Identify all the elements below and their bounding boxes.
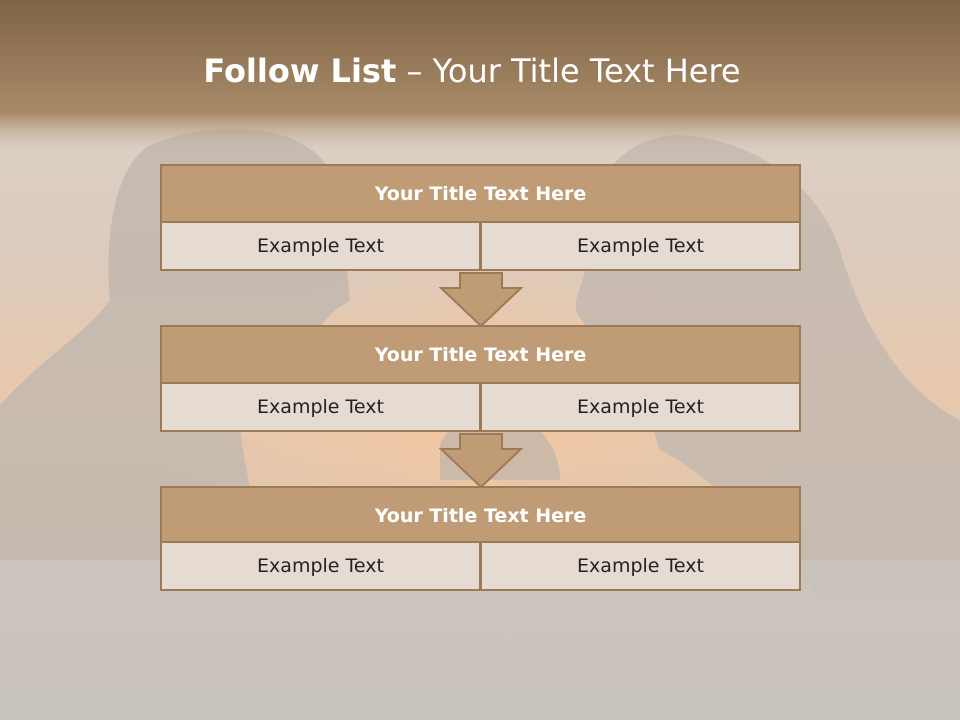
down-arrow-icon (438, 272, 524, 328)
block-title: Your Title Text Here (160, 325, 801, 384)
block-right-cell: Example Text (480, 221, 801, 271)
list-block-1: Your Title Text Here Example Text Exampl… (160, 164, 801, 272)
block-right-cell: Example Text (480, 541, 801, 591)
block-left-cell: Example Text (160, 221, 481, 271)
slide-title: Follow List – Your Title Text Here (0, 52, 944, 90)
block-title: Your Title Text Here (160, 164, 801, 223)
block-left-cell: Example Text (160, 382, 481, 432)
block-left-cell: Example Text (160, 541, 481, 591)
slide-title-bold: Follow List (203, 52, 397, 90)
block-right-cell: Example Text (480, 382, 801, 432)
list-block-2: Your Title Text Here Example Text Exampl… (160, 325, 801, 433)
down-arrow-icon (438, 433, 524, 489)
slide-title-rest: – Your Title Text Here (396, 52, 741, 90)
block-title: Your Title Text Here (160, 486, 801, 545)
list-block-3: Your Title Text Here Example Text Exampl… (160, 486, 801, 592)
